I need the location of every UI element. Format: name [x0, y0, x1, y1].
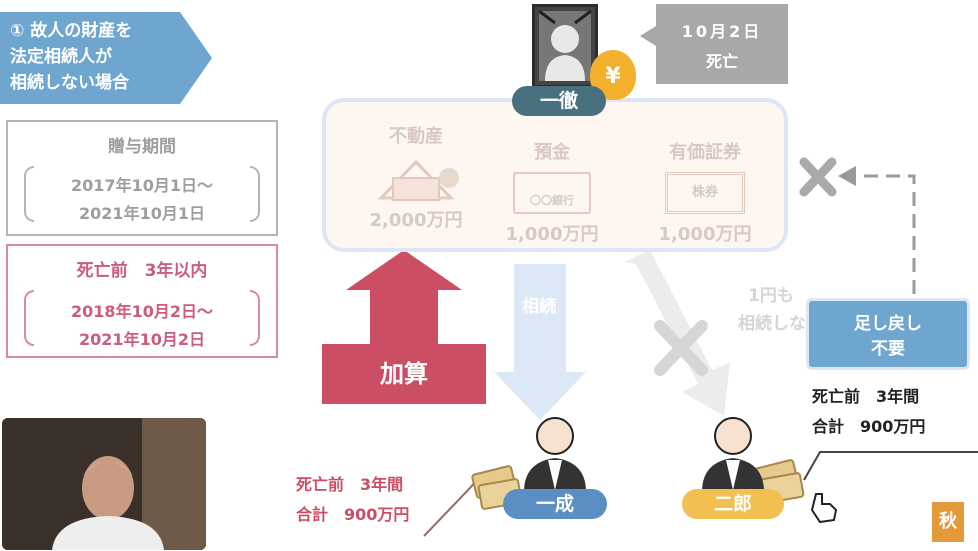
stock-certificate-icon: 株券: [665, 172, 745, 214]
inherit-label: 相続: [522, 297, 556, 317]
gift-period-to: 2021年10月1日: [79, 204, 205, 223]
heir-ichinari-icon: [524, 417, 586, 492]
title-line-1: ① 故人の財産を: [10, 21, 133, 41]
hand-cursor-icon: [810, 493, 838, 524]
faded-note-line-1: 1円も: [748, 286, 794, 306]
asset-panel: 不動産 2,000万円 預金 〇〇銀行 1,000万円 有価証券 株券 1,00…: [322, 98, 788, 252]
connector-left: [423, 475, 481, 537]
house-icon: [377, 159, 459, 201]
deceased-name: 一徹: [512, 86, 606, 116]
asset-value: 1,000万円: [505, 224, 599, 245]
gift-period-heading: 贈与期間: [108, 137, 176, 157]
asset-label: 有価証券: [669, 142, 741, 163]
dashed-return-line: [852, 174, 916, 294]
sum-right-line-2: 合計 900万円: [812, 417, 926, 436]
sum-left-line-1: 死亡前 3年間: [296, 475, 404, 494]
heir-name-jiro: 二郎: [682, 489, 784, 519]
bracket-left: [24, 166, 34, 222]
asset-value: 1,000万円: [658, 224, 752, 245]
no-add-back-line-1: 足し戻し: [854, 314, 922, 334]
sum-right: 死亡前 3年間 合計 900万円: [812, 382, 925, 442]
asset-value: 2,000万円: [369, 210, 463, 231]
faded-note-line-2: 相続しな: [738, 314, 806, 334]
death-date-callout: 10月2日 死亡: [656, 4, 788, 84]
no-add-back-box: 足し戻し 不要: [806, 298, 970, 370]
dashed-return-arrowhead: [838, 166, 856, 186]
cross-mark-faded: [654, 320, 708, 376]
asset-deposit: 預金 〇〇銀行 1,000万円: [492, 138, 612, 246]
no-add-back-line-2: 不要: [871, 339, 905, 359]
sum-left: 死亡前 3年間 合計 900万円: [296, 470, 409, 530]
gift-period-box: 贈与期間 2017年10月1日〜 2021年10月1日: [6, 120, 278, 236]
death-period-to: 2021年10月2日: [79, 330, 205, 349]
heir-name-ichinari: 一成: [503, 489, 607, 519]
asset-real-estate: 不動産 2,000万円: [356, 122, 476, 232]
sum-left-line-2: 合計 900万円: [296, 505, 410, 524]
death-label: 死亡: [705, 52, 738, 71]
sum-right-line-1: 死亡前 3年間: [812, 387, 920, 406]
cross-mark: [799, 157, 837, 197]
death-period-box: 死亡前 3年以内 2018年10月2日〜 2021年10月2日: [6, 244, 278, 358]
deceased-person-icon: [538, 9, 592, 81]
inherit-arrow: [494, 264, 586, 420]
death-period-heading: 死亡前 3年以内: [76, 261, 208, 281]
bracket-left: [24, 290, 34, 346]
title-line-2: 法定相続人が: [10, 47, 112, 67]
bankbook-icon: 〇〇銀行: [513, 172, 591, 214]
death-period-from: 2018年10月2日〜: [71, 302, 213, 321]
asset-label: 不動産: [389, 126, 443, 147]
webcam-video: [2, 418, 206, 550]
title-text: ① 故人の財産を 法定相続人が 相続しない場合: [10, 18, 190, 96]
deceased-portrait: [532, 4, 598, 88]
gift-period-from: 2017年10月1日〜: [71, 176, 213, 195]
add-back-label: 加算: [322, 344, 486, 404]
corner-stamp: 秋: [932, 502, 964, 542]
connector-right: [803, 451, 978, 481]
heir-jiro-icon: [702, 417, 764, 492]
death-date: 10月2日: [681, 22, 763, 41]
title-banner: [0, 12, 212, 104]
presenter-image: [2, 418, 206, 550]
asset-label: 預金: [534, 142, 570, 163]
title-line-3: 相続しない場合: [10, 73, 129, 93]
money-bag-icon: ¥: [590, 50, 636, 100]
date-callout-tail: [640, 26, 656, 46]
asset-securities: 有価証券 株券 1,000万円: [640, 138, 770, 246]
faded-note: 1円も 相続しな: [706, 282, 806, 338]
